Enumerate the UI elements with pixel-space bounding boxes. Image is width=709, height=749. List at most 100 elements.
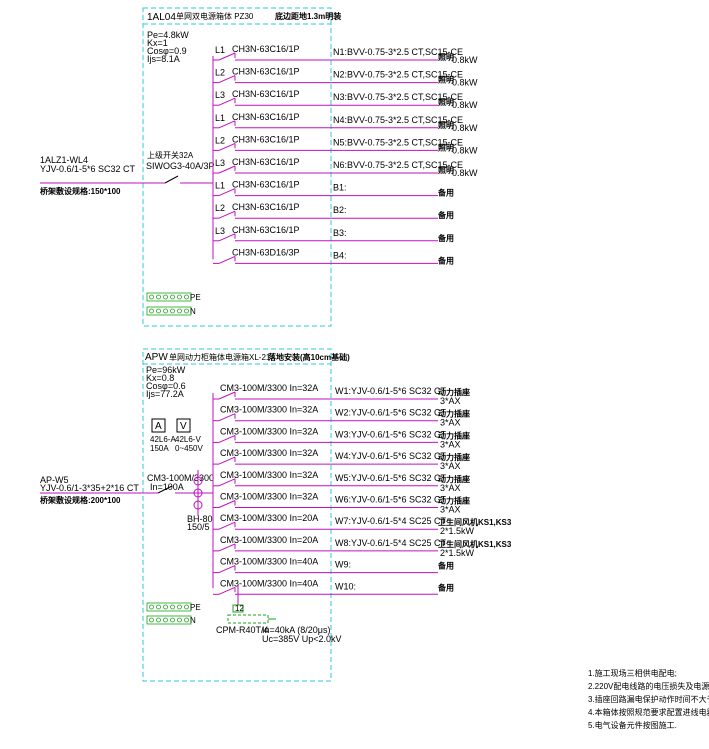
panel1-circuit-label: B3:	[333, 228, 347, 238]
panel2-spd-model: CPM-R40T/4	[216, 625, 269, 635]
panel1-circuit-label: N1:BVV-0.75-3*2.5 CT,SC15-CE	[333, 47, 463, 57]
panel1-breaker-label: CH3N-63C16/1P	[232, 180, 300, 190]
panel1-phase-label: L1	[215, 113, 225, 123]
panel1-pe-terminal-bar-terminal	[163, 294, 168, 300]
panel2-load-tag: 动力插座	[438, 452, 470, 462]
panel1-phase-label: L1	[215, 45, 225, 55]
panel2-load-tag: 动力插座	[438, 430, 470, 440]
panel1-title: 1AL04	[147, 12, 176, 23]
panel1-n-terminal-bar-terminal	[177, 308, 182, 314]
panel2-breaker-blade	[218, 565, 236, 574]
panel2-param: Ijs=77.2A	[146, 389, 184, 399]
panel2-breaker-label: CM3-100M/3300 In=32A	[220, 492, 318, 502]
panel2-spd-tag-box	[232, 604, 244, 613]
panel2-ct-model: BH-80	[187, 514, 213, 524]
panel2-breaker-blade	[218, 391, 236, 400]
panel2-breaker-label: CM3-100M/3300 In=40A	[220, 557, 318, 567]
panel1-breaker-blade	[218, 188, 236, 197]
panel2-n-terminal-bar-terminal	[170, 617, 175, 623]
panel1-load-tag: 照明	[438, 166, 454, 175]
panel2-breaker-blade	[218, 500, 236, 508]
panel1-breaker-label: CH3N-63C16/1P	[232, 112, 300, 122]
panel2-ammeter-spec: 42L6-A	[150, 435, 176, 444]
panel1-title-note: 单网双电源箱体 PZ30	[176, 11, 254, 21]
panel2-circuit-label: W4:YJV-0.6/1-5*6 SC32 CT	[335, 451, 447, 461]
panel1-mounting-note: 底边距地1.3m明装	[274, 11, 341, 21]
panel1-param: Pe=4.8kW	[147, 30, 189, 40]
panel2-circuit-label: W3:YJV-0.6/1-5*6 SC32 CT	[335, 429, 447, 439]
panel1-load-tag: 备用	[437, 255, 454, 265]
panel2-pe-terminal-bar-terminal	[170, 604, 175, 610]
note-line: 5.电气设备元件按图施工.	[588, 720, 677, 730]
panel1-load-tag: 备用	[437, 210, 454, 220]
panel2-load-value: 3*AX	[440, 439, 461, 449]
panel1-pe-label: PE	[190, 293, 201, 302]
panel2-circuit-label: W8:YJV-0.6/1-5*4 SC25 CT	[335, 538, 447, 548]
panel1-circuit-label: B4:	[333, 250, 347, 260]
panel1-enclosure	[142, 7, 332, 327]
panel2-circuit-label: W10:	[335, 581, 356, 591]
panel2-circuit-label: W5:YJV-0.6/1-5*6 SC32 CT	[335, 473, 447, 483]
panel1-circuit-label: N5:BVV-0.75-3*2.5 CT,SC15-CE	[333, 137, 463, 147]
panel1-incoming-id: 1ALZ1-WL4	[40, 155, 88, 165]
panel2-ct-ratio: 150/5	[187, 522, 210, 532]
panel1-n-terminal-bar-terminal	[149, 308, 154, 314]
notes-block: 1.施工现场三相供电配电;2.220V配电线路的电压损失及电源保护动作时间不大于…	[588, 668, 709, 730]
panel2-load-value: 3*AX	[440, 461, 461, 471]
panel1-breaker-label: CH3N-63C16/1P	[232, 134, 300, 144]
panel2-main-switch-model: CM3-100M/3300	[147, 473, 214, 483]
panel1-breaker-label: CH3N-63C16/1P	[232, 225, 300, 235]
panel1-load-value: 0.8kW	[452, 78, 478, 88]
note-line: 2.220V配电线路的电压损失及电源保护动作时间不大于5s;	[588, 681, 709, 691]
panel1-incoming-cable: YJV-0.6/1-5*6 SC32 CT	[40, 164, 136, 174]
panel2-pe-terminal-bar	[146, 602, 192, 612]
panel2-breaker-blade	[218, 543, 236, 552]
panel2-n-terminal-bar-terminal	[177, 617, 182, 623]
panel1-load-tag: 备用	[437, 233, 454, 243]
surge-protector-icon	[227, 614, 269, 624]
panel2-voltmeter-spec: 42L6-V	[175, 435, 201, 444]
panel1-breaker-blade	[218, 233, 236, 242]
panel2-n-terminal-bar-terminal	[156, 617, 161, 623]
panel1-circuit-label: B1:	[333, 183, 347, 193]
panel2-load-value: 3*AX	[440, 505, 461, 515]
panel2-load-tag: 动力插座	[438, 496, 470, 506]
panel2-load-tag: 备用	[437, 582, 454, 592]
panel1-breaker-blade	[218, 52, 236, 61]
panel2-pe-terminal-bar-terminal	[177, 604, 182, 610]
panel2-breaker-label: CM3-100M/3300 In=20A	[220, 535, 318, 545]
panel2-main-switch-blade	[157, 485, 173, 494]
panel2-enclosure	[142, 348, 332, 682]
panel2-title: APW	[145, 352, 168, 363]
panel2-breaker-label: CM3-100M/3300 In=32A	[220, 426, 318, 436]
panel1-phase-label: L2	[215, 203, 225, 213]
panel1-breaker-label: CH3N-63C16/1P	[232, 89, 300, 99]
panel2-load-tag: 备用	[437, 561, 454, 571]
panel1-n-terminal-bar	[146, 306, 192, 316]
panel2-param: Kx=0.8	[146, 373, 174, 383]
panel2-breaker-label: CM3-100M/3300 In=40A	[220, 578, 318, 588]
panel2-title-note: 单网动力柜箱体电源箱XL-21	[169, 352, 271, 362]
ammeter-icon: A	[155, 421, 162, 432]
panel1-load-tag: 照明	[438, 98, 454, 107]
panel2-pe-terminal-bar-terminal	[184, 604, 189, 610]
panel2-mounting-note: 落地安装(高10cm基础)	[268, 352, 350, 362]
panel1-phase-label: L3	[215, 226, 225, 236]
panel1-param: Ijs=8.1A	[147, 54, 180, 64]
panel1-breaker-blade	[218, 120, 236, 129]
panel1-pe-terminal-bar	[146, 292, 192, 302]
panel1-pe-terminal-bar-terminal	[149, 294, 154, 300]
panel2-breaker-blade	[218, 413, 236, 422]
panel2-breaker-label: CM3-100M/3300 In=32A	[220, 448, 318, 458]
panel1-breaker-label: CH3N-63C16/1P	[232, 202, 300, 212]
panel2-load-tag: 动力插座	[438, 474, 470, 484]
panel1-main-switch-blade	[164, 175, 179, 184]
panel1-load-value: 0.8kW	[452, 168, 478, 178]
panel1-circuit-label: N6:BVV-0.75-3*2.5 CT,SC15-CE	[333, 160, 463, 170]
panel2-incoming-cable: YJV-0.6/1-3*35+2*16 CT	[40, 483, 139, 493]
panel1-n-label: N	[190, 307, 196, 316]
panel2-voltmeter-range: 0~450V	[175, 444, 203, 453]
panel2-pe-terminal-bar-terminal	[163, 604, 168, 610]
panel1-breaker-blade	[218, 210, 236, 219]
